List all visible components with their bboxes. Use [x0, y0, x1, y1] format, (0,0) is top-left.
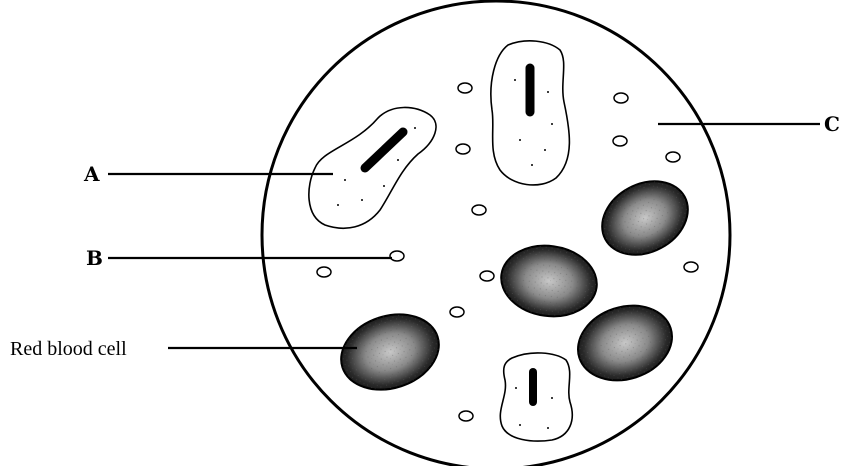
- platelet: [459, 411, 473, 421]
- label-b: B: [86, 246, 103, 270]
- platelet: [390, 251, 404, 261]
- label-a: A: [83, 162, 100, 186]
- platelet: [456, 144, 470, 154]
- platelet: [613, 136, 627, 146]
- white-blood-cell-bottom: [500, 353, 572, 441]
- platelet: [684, 262, 698, 272]
- white-blood-cell-top: [491, 41, 570, 185]
- platelet: [666, 152, 680, 162]
- label-red-blood-cell: Red blood cell: [10, 338, 127, 360]
- platelet: [480, 271, 494, 281]
- label-c: C: [824, 112, 840, 136]
- platelet: [458, 83, 472, 93]
- platelet: [472, 205, 486, 215]
- platelet: [614, 93, 628, 103]
- platelet: [450, 307, 464, 317]
- platelet: [317, 267, 331, 277]
